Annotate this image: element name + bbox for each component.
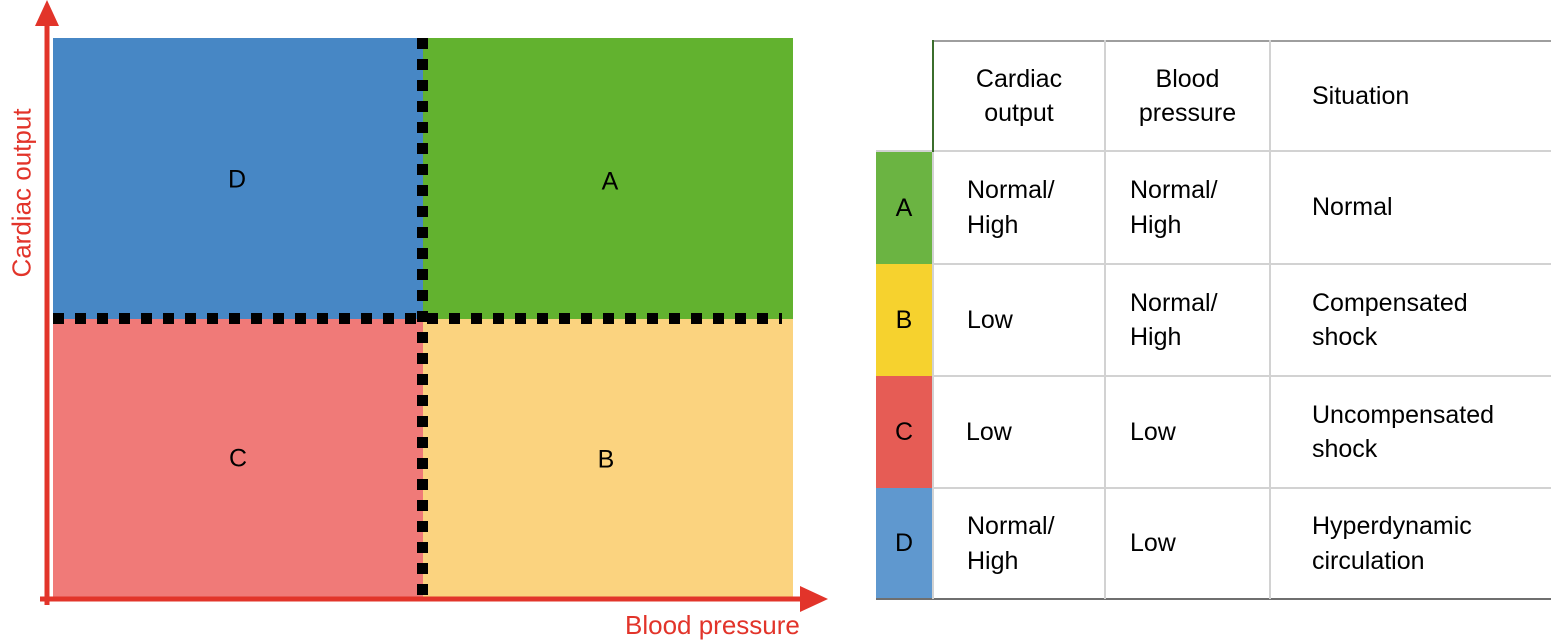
row-a-situation: Normal (1312, 152, 1551, 263)
cell-text: Normal/ (967, 176, 1055, 204)
header-blood-pressure-line1: Blood (1155, 64, 1220, 93)
row-c-situation: Uncompensated shock (1312, 377, 1551, 487)
x-axis-label: Blood pressure (625, 610, 800, 640)
row-b-blood-pressure: Normal/High (1130, 265, 1269, 375)
cell-text: High (967, 546, 1019, 575)
table-border (932, 40, 934, 152)
row-a-color: A (876, 152, 932, 264)
quadrant-a (423, 38, 793, 319)
row-d-color: D (876, 488, 932, 599)
table-border (932, 152, 934, 599)
row-b-letter: B (895, 305, 913, 334)
row-b-situation: Compensated shock (1312, 265, 1551, 375)
quadrant-diagram: D A C B Cardiac output Blood pressure (6, 0, 828, 640)
axes (35, 0, 828, 612)
y-axis-label: Cardiac output (6, 108, 37, 278)
row-c-cardiac-output: Low (966, 377, 1104, 487)
row-c-blood-pressure: Low (1130, 377, 1269, 487)
row-c-color: C (876, 376, 932, 488)
cell-text: circulation (1312, 546, 1425, 575)
row-d-situation: Hyperdynamic circulation (1312, 489, 1551, 598)
table-border (1104, 40, 1106, 599)
row-d-letter: D (894, 529, 914, 557)
quadrant-c-label: C (228, 444, 248, 473)
row-b-color: B (876, 264, 932, 376)
cell-text: Normal (1312, 193, 1393, 222)
cell-text: Normal/ (1130, 176, 1218, 204)
row-d-blood-pressure: Low (1130, 489, 1269, 598)
quadrant-d (53, 38, 423, 319)
y-axis-arrowhead (35, 0, 59, 26)
row-d-cardiac-output: Normal/High (967, 489, 1104, 598)
quadrant-c (53, 319, 423, 598)
cell-text: High (1130, 210, 1182, 239)
cell-text: Low (1130, 529, 1176, 558)
table-border (932, 487, 1551, 489)
cell-text: Low (967, 305, 1013, 334)
cell-text: High (1130, 323, 1182, 351)
table-border (876, 150, 1551, 152)
table-border (932, 375, 1551, 377)
table-border (932, 263, 1551, 265)
cell-text: Normal/ (1130, 288, 1218, 317)
quadrant-b-label: B (597, 445, 615, 474)
row-b-cardiac-output: Low (967, 265, 1104, 375)
header-situation: Situation (1312, 42, 1551, 150)
horizontal-divider-dashed (53, 313, 782, 324)
header-blood-pressure: Blood pressure (1106, 42, 1269, 150)
cell-text: Low (1130, 417, 1176, 446)
row-a-cardiac-output: Normal/High (967, 152, 1104, 263)
cell-text: shock (1312, 435, 1378, 463)
row-c-letter: C (894, 417, 914, 446)
header-blood-pressure-line2: pressure (1138, 99, 1237, 127)
cell-text: Low (966, 417, 1012, 446)
cell-text: Hyperdynamic (1312, 512, 1472, 540)
row-a-letter: A (895, 193, 913, 222)
quadrant-b (423, 319, 793, 598)
header-cardiac-output: Cardiac output (934, 42, 1104, 150)
cell-text: Uncompensated (1312, 400, 1495, 429)
table-border (1269, 40, 1271, 599)
cell-text: High (967, 210, 1019, 239)
quadrant-d-label: D (227, 165, 247, 194)
quadrant-a-label: A (601, 167, 619, 196)
x-axis-arrowhead (800, 586, 828, 612)
row-a-blood-pressure: Normal/High (1130, 152, 1269, 263)
cell-text: shock (1312, 323, 1378, 351)
cell-text: Compensated (1312, 288, 1468, 317)
header-situation-text: Situation (1312, 81, 1410, 110)
cell-text: Normal/ (967, 512, 1055, 540)
header-cardiac-output-line2: output (984, 99, 1054, 127)
table-border (932, 40, 1551, 42)
header-cardiac-output-line1: Cardiac (975, 64, 1063, 93)
table-border (876, 598, 1551, 600)
